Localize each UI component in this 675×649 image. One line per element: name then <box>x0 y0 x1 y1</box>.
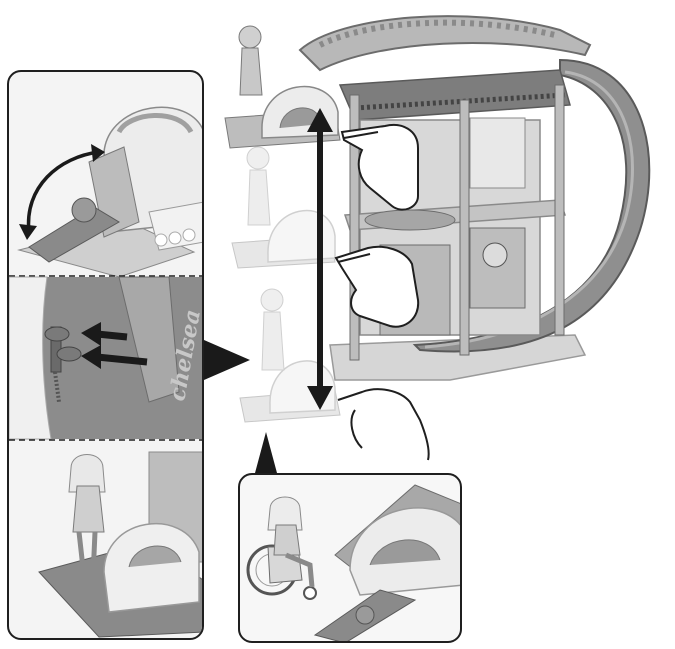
column-right <box>554 84 565 336</box>
wall-clock <box>482 242 508 268</box>
balcony-fringe <box>354 92 566 111</box>
detail-svg <box>246 484 460 641</box>
wheelchair-doll-detail <box>238 473 462 643</box>
column-middle <box>459 99 470 356</box>
doll-body-top <box>239 47 263 96</box>
wall-panel-upper <box>469 117 526 189</box>
step-panels-svg: chelsea <box>9 106 202 638</box>
callout-pointer-bottom <box>255 432 277 473</box>
step-hinge-ramp <box>17 106 202 278</box>
doll-body <box>72 485 105 533</box>
elevator-level-top <box>224 25 341 149</box>
rotate-arrow <box>26 150 100 233</box>
step-place-doll <box>38 451 202 638</box>
wall-panel-lower <box>469 227 526 309</box>
ramp-sun-ornament <box>71 197 97 223</box>
elevator-level-bottom <box>239 288 341 423</box>
step-panel-group: chelsea <box>7 70 204 640</box>
doll-head-top <box>238 25 262 49</box>
callout-pointer-left <box>204 340 250 380</box>
doll-hair <box>68 454 106 493</box>
hand-middle <box>334 245 420 328</box>
column-left <box>349 94 360 361</box>
step-insert-pegs: chelsea <box>9 276 202 440</box>
insert-arrows <box>81 322 148 369</box>
up-down-arrow <box>307 108 333 410</box>
hand-top <box>340 124 419 211</box>
wheelchair-doll <box>246 496 317 600</box>
ramp-lowered <box>28 206 120 263</box>
hand-bottom <box>337 388 430 461</box>
round-table <box>364 209 456 231</box>
